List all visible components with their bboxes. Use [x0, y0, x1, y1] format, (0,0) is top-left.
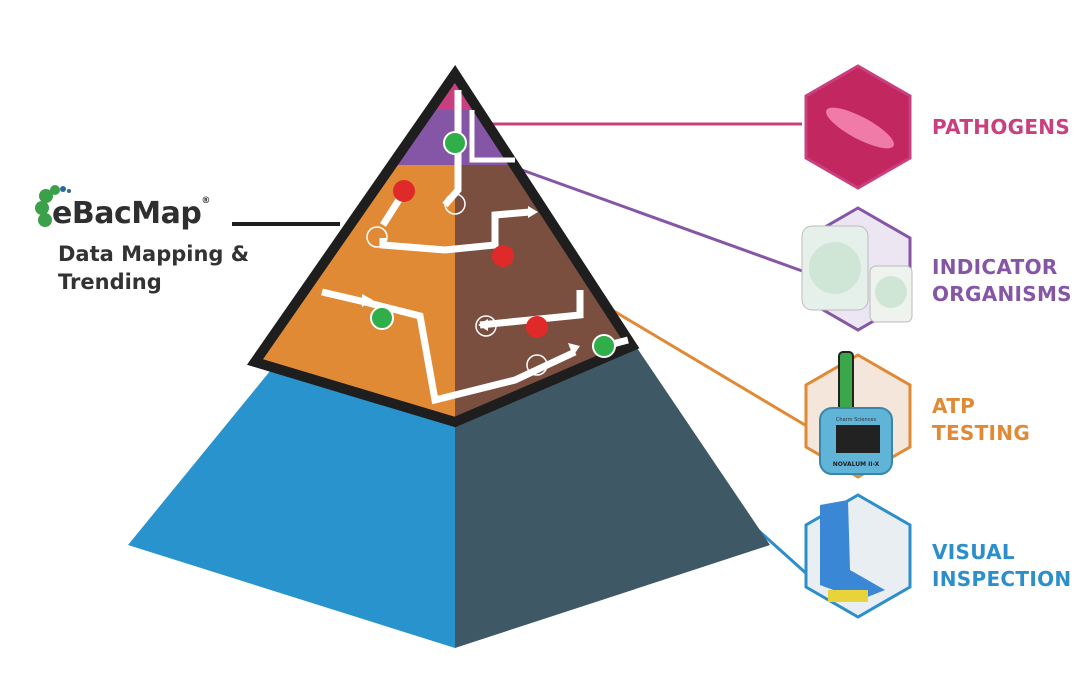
marker-empty — [444, 193, 466, 215]
flow-arrows — [362, 206, 580, 356]
marker-green — [443, 131, 467, 155]
swab-icon — [838, 351, 854, 415]
marker-red — [492, 245, 514, 267]
indicator-connector — [521, 168, 806, 274]
tagline-line: Data Mapping & — [58, 242, 250, 266]
marker-empty — [526, 354, 548, 376]
top-border — [246, 65, 640, 428]
ebacmap-logo-icon — [35, 185, 71, 227]
bacterium-icon — [826, 107, 894, 149]
base-left-face — [128, 365, 455, 648]
marker-green — [370, 306, 394, 330]
device-model: NOVALUM II-X — [833, 461, 880, 468]
marker-empty — [475, 315, 497, 337]
registered-mark: ® — [201, 196, 210, 206]
gloved-hand-icon — [820, 500, 885, 600]
label-pathogens: PATHOGENS — [932, 115, 1071, 139]
base-right-face — [455, 345, 770, 648]
indicator-hexagon — [801, 206, 913, 332]
marker-red — [526, 316, 548, 338]
atp-hexagon — [804, 351, 912, 479]
atp-connector — [591, 296, 806, 427]
sample-markers — [366, 131, 616, 376]
marker-empty — [366, 226, 388, 248]
cleaning-cloth-icon — [828, 590, 868, 602]
visual-hexagon — [804, 493, 912, 619]
tagline-line: Trending — [58, 270, 162, 294]
tagline: Data Mapping & Trending — [58, 240, 249, 296]
logo-name: eBacMap — [52, 196, 202, 231]
marker-red — [393, 180, 415, 202]
device-brand: Charm Sciences — [836, 417, 877, 423]
pathogens-hexagon — [804, 64, 912, 190]
marker-green — [592, 334, 616, 358]
